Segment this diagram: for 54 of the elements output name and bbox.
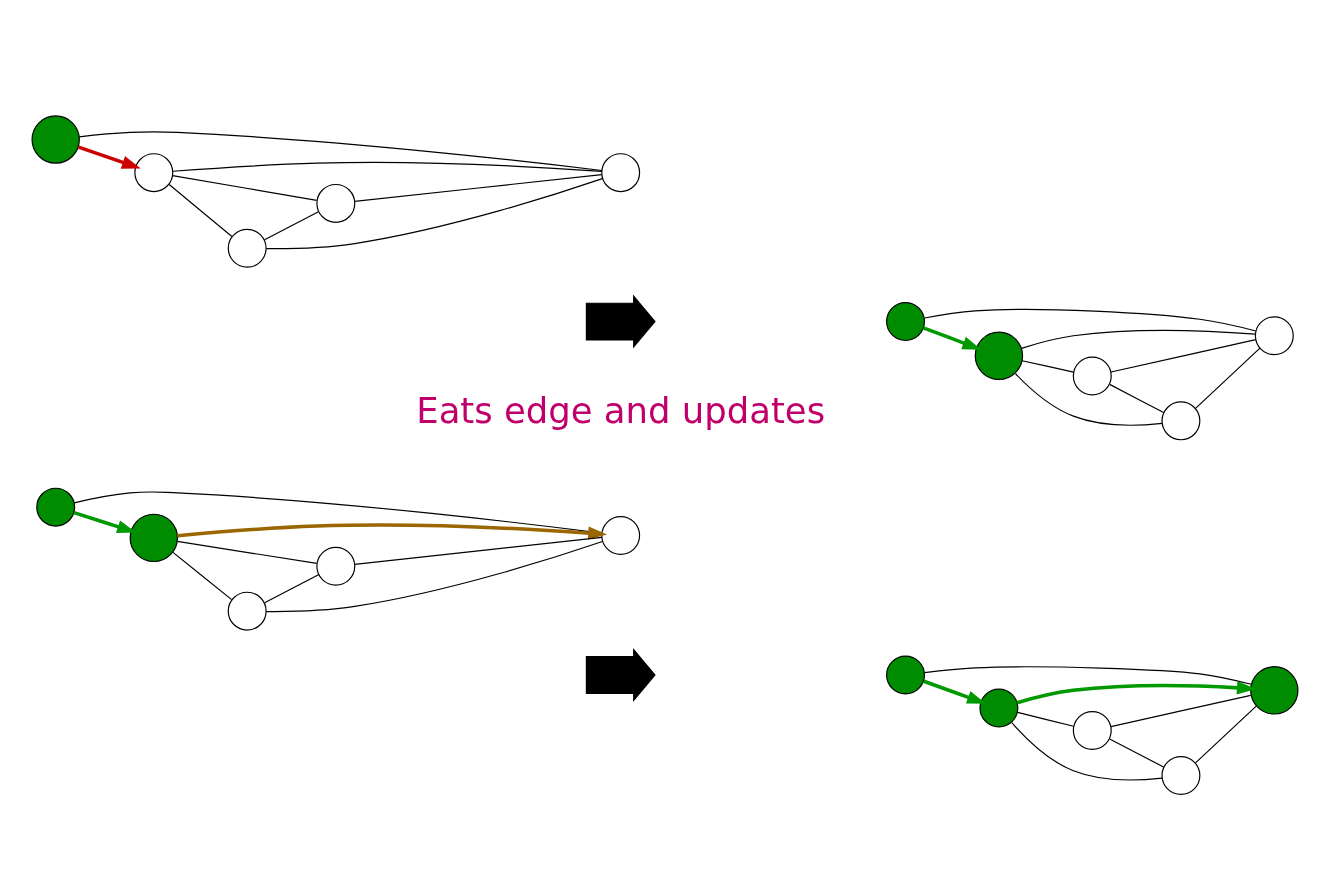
node-circle [1072, 355, 1112, 395]
arrow [177, 522, 608, 540]
connector [1110, 338, 1257, 373]
node-circle [1250, 665, 1299, 715]
arrow [1016, 680, 1256, 704]
node-circle [886, 655, 926, 694]
node-circle [31, 114, 80, 164]
connector [1011, 721, 1163, 780]
node-circle [886, 301, 926, 341]
node-arrow [585, 647, 656, 702]
node-circle [134, 152, 174, 192]
node-circle [979, 688, 1019, 728]
connector [1110, 694, 1252, 727]
node-circle [316, 546, 356, 586]
connector [171, 174, 318, 201]
node-circle [1161, 755, 1201, 795]
label: Eats edge and updates [416, 389, 826, 431]
connector [78, 130, 603, 171]
connector [172, 551, 233, 600]
node-circle [974, 331, 1024, 380]
node-circle [227, 228, 267, 268]
connector [264, 573, 320, 603]
connector [354, 536, 603, 565]
connector [354, 173, 603, 202]
arrow [922, 325, 982, 350]
node-circle [1254, 315, 1294, 355]
node-circle [601, 152, 641, 192]
connector [924, 665, 1252, 685]
arrow [923, 679, 987, 704]
arrow [73, 510, 137, 533]
connector [176, 540, 318, 564]
node-circle [36, 487, 76, 527]
node-circle [316, 183, 356, 223]
connector [1109, 737, 1165, 768]
node-arrow [585, 294, 656, 349]
connector [1017, 711, 1075, 727]
connector [1194, 705, 1257, 763]
node-circle [601, 515, 641, 555]
connector [264, 210, 320, 240]
connector [1021, 359, 1075, 373]
connector [1014, 372, 1163, 426]
connector [265, 177, 603, 249]
connector [172, 161, 603, 172]
node-circle [227, 591, 267, 631]
connector [265, 540, 603, 612]
connector [1194, 347, 1261, 409]
connector [924, 308, 1257, 332]
node-circle [1072, 710, 1112, 750]
connector [1109, 383, 1165, 413]
node-circle [129, 513, 179, 562]
arrow [78, 144, 141, 169]
connector [168, 183, 233, 237]
node-circle [1161, 400, 1201, 440]
connector [1021, 329, 1256, 349]
